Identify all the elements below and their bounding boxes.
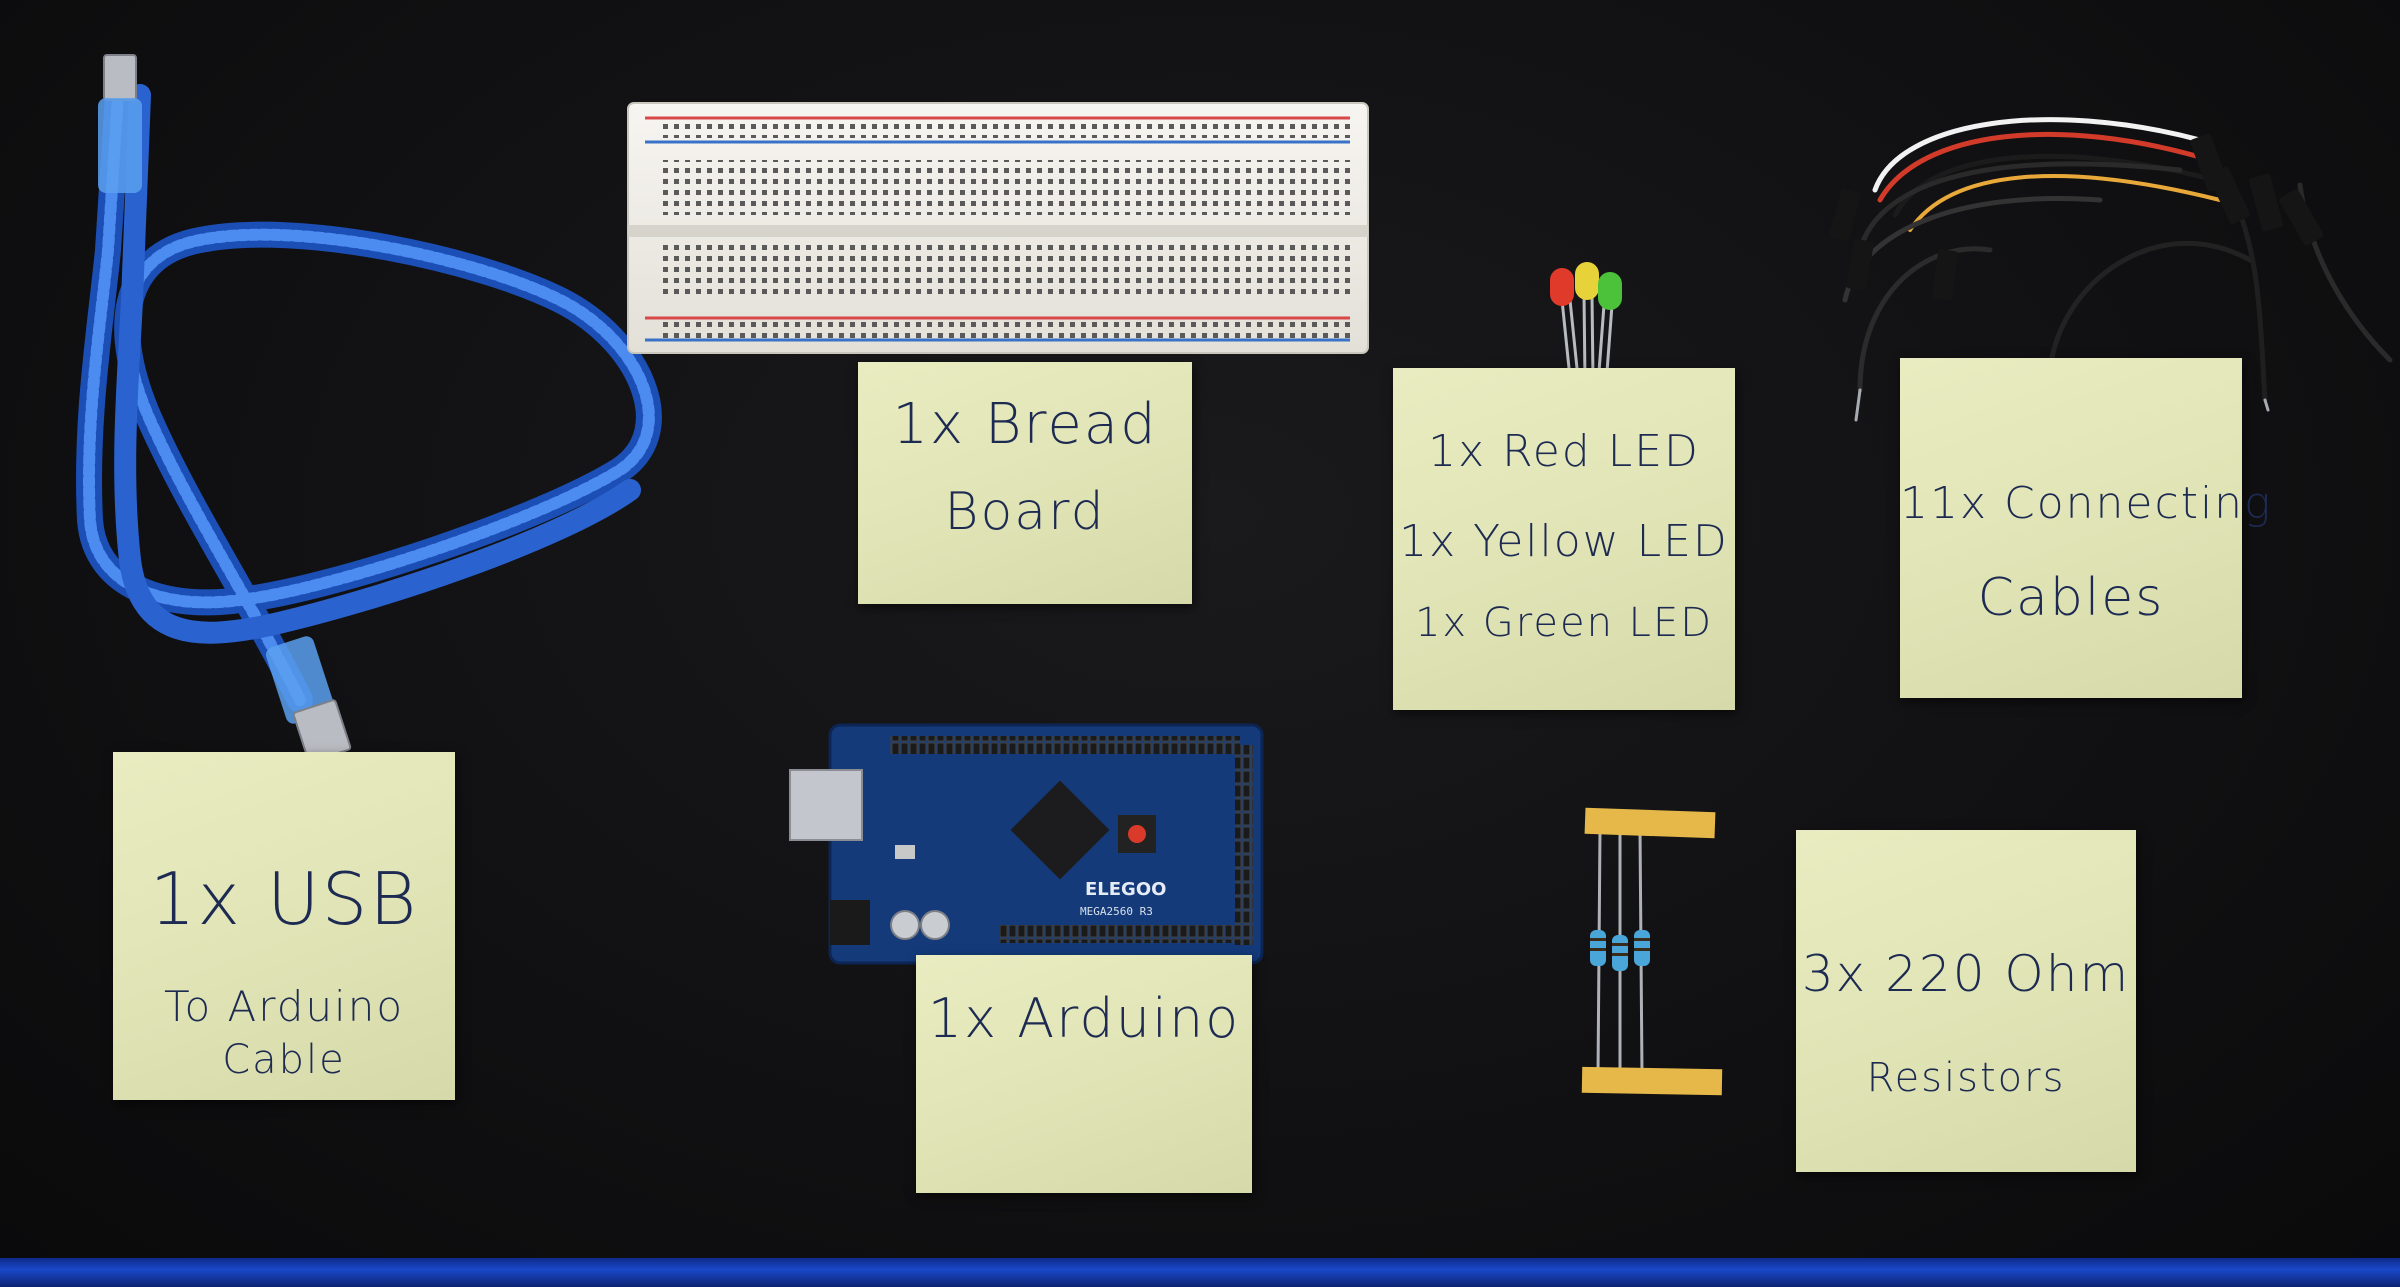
arduino-mega-board: ELEGOO MEGA2560 R3 [789,723,1264,965]
usb-cable [76,54,662,763]
note-leds: 1x Red LED 1x Yellow LED 1x Green LED [1393,368,1735,710]
note-leds-line-2: 1x Yellow LED [1399,516,1729,567]
note-leds-line-3: 1x Green LED [1414,600,1714,646]
note-leds-line-1: 1x Red LED [1428,426,1700,477]
usb-b-port [789,769,863,841]
note-arduino: 1x Arduino [916,955,1252,1193]
leds [1550,262,1622,386]
note-breadboard: 1x Bread Board [858,362,1192,604]
note-usb-line-3: Cable [222,1037,346,1083]
jumper-cables [1829,117,2393,422]
note-resistors-line-2: Resistors [1866,1055,2066,1101]
note-cables-line-1: 11x Connecting [1900,478,2273,529]
yellow-led [1575,262,1599,300]
note-usb-line-2: To Arduino [163,982,405,1031]
mat-edge-stitching [0,1258,2400,1287]
note-arduino-line-1: 1x Arduino [927,987,1241,1050]
note-cables-line-2: Cables [1977,568,2165,628]
note-usb: 1x USB To Arduino Cable [113,752,455,1100]
note-resistors-line-1: 3x 220 Ohm [1801,945,2131,1003]
note-breadboard-line-1: 1x Bread [892,392,1158,457]
board-model: MEGA2560 R3 [1080,905,1153,918]
usb-a-connector [103,54,137,101]
reset-button [1128,825,1146,843]
note-breadboard-line-2: Board [944,482,1106,542]
green-led [1598,272,1622,310]
breadboard [627,102,1369,354]
note-usb-line-1: 1x USB [149,857,419,941]
tape-top [1584,807,1716,839]
mcu-chip [1010,780,1110,880]
note-cables: 11x Connecting Cables [1900,358,2273,698]
note-resistors: 3x 220 Ohm Resistors [1796,830,2136,1172]
resistors [1581,807,1723,1096]
board-brand: ELEGOO [1085,879,1166,900]
tape-bottom [1581,1066,1723,1096]
red-led [1550,268,1574,306]
